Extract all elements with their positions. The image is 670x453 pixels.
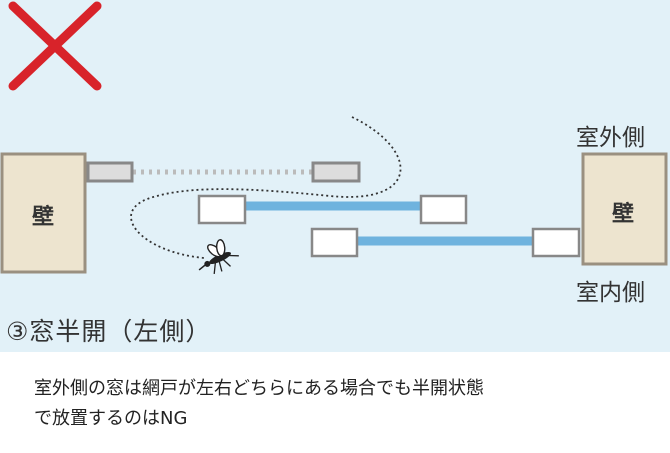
screen-door [86, 161, 361, 183]
caption: 室外側の窓は網戸が左右どちらにある場合でも半開状態 で放置するのはNG [34, 374, 654, 434]
outdoor-label: 室外側 [576, 125, 645, 151]
diagram-title: ③窓半開（左側） [6, 317, 212, 346]
outdoor-window-sash [197, 194, 468, 225]
indoor-window-sash [310, 227, 581, 258]
window-diagram [0, 1, 668, 275]
wall-left-label: 壁 [32, 205, 55, 230]
wall-left [0, 152, 87, 274]
diagram-panel: 壁 壁 室外側 室内側 ③窓半開（左側） [0, 0, 670, 352]
indoor-label: 室内側 [576, 280, 645, 306]
caption-line-1: 室外側の窓は網戸が左右どちらにある場合でも半開状態 [34, 378, 484, 399]
cross-mark-icon [8, 1, 102, 91]
caption-line-2: で放置するのはNG [34, 408, 188, 429]
wall-right-label: 壁 [612, 202, 635, 227]
wall-right [581, 152, 668, 266]
mosquito-icon [198, 239, 239, 275]
